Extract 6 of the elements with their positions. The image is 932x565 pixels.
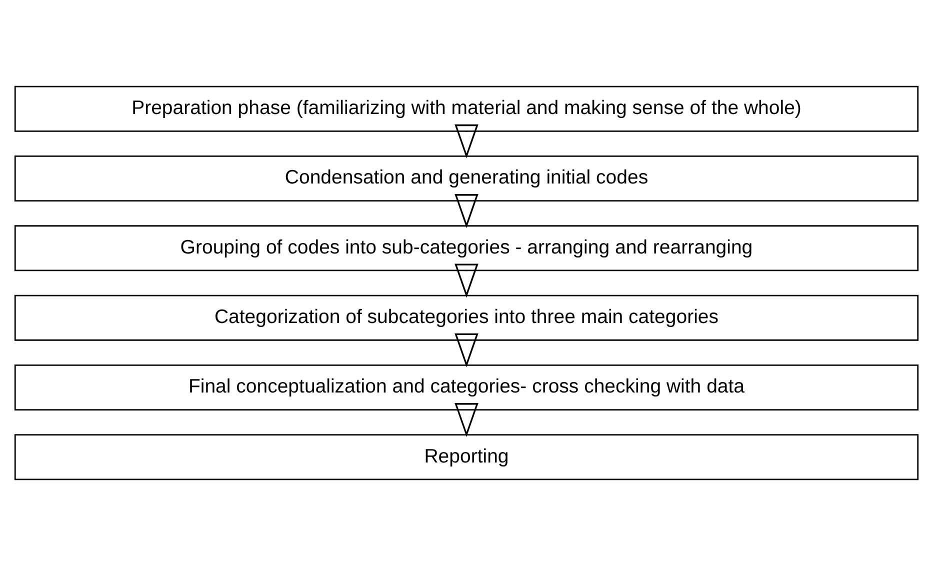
arrow [454,332,478,367]
arrow [454,194,478,228]
arrow [454,124,478,158]
node-box: Reporting [14,434,918,480]
arrow [454,263,478,298]
arrow [454,402,478,437]
